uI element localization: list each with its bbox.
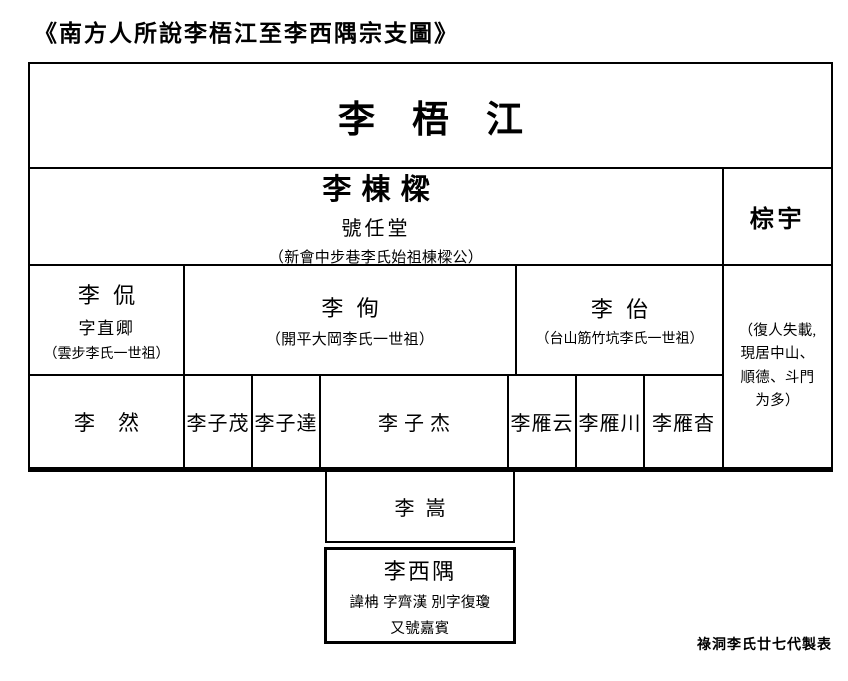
name-li-xun: 李侚 (321, 296, 392, 321)
generation3-row: 李侃 字直卿 （雲步李氏一世祖） 李侚 （開平大岡李氏一世祖） 李佁 （台山筋竹… (30, 264, 722, 374)
cell-li-xun: 李侚 （開平大岡李氏一世祖） (185, 266, 517, 374)
cell-li-zimao: 李子茂 (185, 376, 253, 467)
cell-li-dongliang: 李棟樑 號任堂 （新會中步巷李氏始祖棟樑公） (30, 169, 722, 266)
cell-li-ran: 李然 (30, 376, 185, 467)
name-zongyu: 棕宇 (749, 207, 806, 233)
name-li-yanyao: 李雁杳 (652, 413, 715, 435)
cell-li-xiyu: 李西隅 諱柟 字齊漢 別字復瓊 又號嘉賓 (324, 547, 516, 644)
generation1-row: 李梧江 (30, 64, 831, 167)
name-li-yanyun: 李雁云 (510, 413, 574, 435)
name-li-xiyu: 李西隅 (383, 558, 457, 584)
name-li-yanchuan: 李雁川 (578, 413, 642, 435)
cell-zongyu: 棕宇 (724, 169, 831, 264)
name-li-ran: 李然 (73, 410, 163, 435)
name-li-zijie: 李子杰 (378, 413, 456, 435)
side-note-line3: 順德、斗門 (740, 369, 815, 386)
name-li-zimao: 李子茂 (186, 413, 250, 435)
cell-li-zida: 李子達 (253, 376, 321, 467)
note-li-xun: （開平大岡李氏一世祖） (265, 332, 435, 348)
chart-title: 《南方人所說李梧江至李西隅宗支圖》 (34, 21, 459, 46)
genealogy-table: 李梧江 李棟樑 號任堂 （新會中步巷李氏始祖棟樑公） 李侃 字直卿 （雲步李氏一… (28, 62, 833, 472)
detail-li-xiyu-1: 諱柟 字齊漢 別字復瓊 (349, 594, 491, 611)
cell-li-yanchuan: 李雁川 (577, 376, 645, 467)
note-li-dongliang: （新會中步巷李氏始祖棟樑公） (268, 250, 484, 266)
cell-li-song: 李嵩 (325, 472, 515, 543)
cell-li-yanyao: 李雁杳 (645, 376, 722, 467)
main-column: 李棟樑 號任堂 （新會中步巷李氏始祖棟樑公） 李侃 字直卿 （雲步李氏一世祖） … (30, 169, 722, 467)
alias-li-dongliang: 號任堂 (341, 218, 411, 240)
name-li-wujiang: 李梧江 (338, 99, 560, 141)
note-li-kan: （雲步李氏一世祖） (43, 346, 170, 362)
courtesy-li-kan: 字直卿 (78, 318, 135, 338)
side-note-line1: （復人失載, (738, 323, 817, 340)
side-note-line2: 現居中山、 (740, 346, 815, 363)
name-li-dongliang: 李棟樑 (322, 174, 440, 206)
side-column: 棕宇 （復人失載, 現居中山、 順德、斗門 为多） (722, 169, 831, 467)
name-li-yi: 李佁 (590, 297, 662, 322)
name-li-kan: 李侃 (77, 282, 149, 308)
cell-li-yi: 李佁 （台山筋竹坑李氏一世祖） (517, 266, 722, 374)
note-li-yi: （台山筋竹坑李氏一世祖） (535, 332, 704, 347)
cell-li-zijie: 李子杰 (321, 376, 509, 467)
cell-side-note: （復人失載, 現居中山、 順德、斗門 为多） (724, 264, 831, 467)
cell-li-yanyun: 李雁云 (509, 376, 577, 467)
detail-li-xiyu-2: 又號嘉賓 (390, 620, 450, 637)
name-li-zida: 李子達 (254, 413, 318, 435)
name-li-song: 李嵩 (394, 498, 457, 520)
side-note-line4: 为多） (755, 392, 800, 409)
lower-section: 李棟樑 號任堂 （新會中步巷李氏始祖棟樑公） 李侃 字直卿 （雲步李氏一世祖） … (30, 167, 831, 467)
cell-li-kan: 李侃 字直卿 （雲步李氏一世祖） (30, 266, 185, 374)
generation4-row: 李然 李子茂 李子達 李子杰 李雁云 李雁川 (30, 374, 722, 467)
cell-li-wujiang: 李梧江 (30, 64, 831, 167)
credit-note: 祿洞李氏廿七代製表 (697, 638, 832, 653)
